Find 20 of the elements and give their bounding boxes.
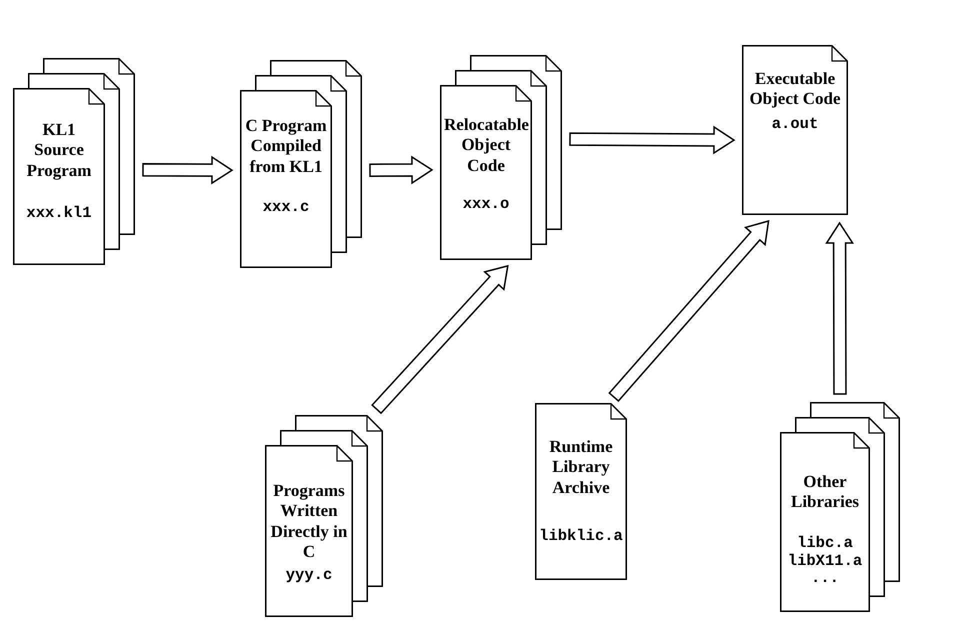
document-title: Relocatable Object Code <box>444 115 528 176</box>
document-title: KL1 Source Program <box>26 120 92 182</box>
document-title: Runtime Library Archive <box>548 437 614 498</box>
hollow-arrow <box>371 264 509 414</box>
file-name: yyy.c <box>284 566 334 584</box>
hollow-arrow <box>825 222 854 395</box>
file-name: a.out <box>770 116 820 134</box>
hollow-arrow <box>142 156 234 184</box>
file-name: xxx.kl1 <box>25 205 93 223</box>
file-name: xxx.c <box>262 199 310 217</box>
document-title: C Program Compiled from KL1 <box>244 116 328 178</box>
document-title: Programs Written Directly in C <box>270 481 348 563</box>
file-name: libc.a libX11.a ... <box>786 534 864 588</box>
document-title: Executable Object Code <box>748 69 842 110</box>
file-name: xxx.o <box>462 196 510 214</box>
hollow-arrow <box>608 220 770 402</box>
file-name: libklic.a <box>539 528 623 546</box>
document-title: Other Libraries <box>790 472 860 513</box>
hollow-arrow <box>569 126 736 154</box>
hollow-arrow <box>369 156 434 184</box>
